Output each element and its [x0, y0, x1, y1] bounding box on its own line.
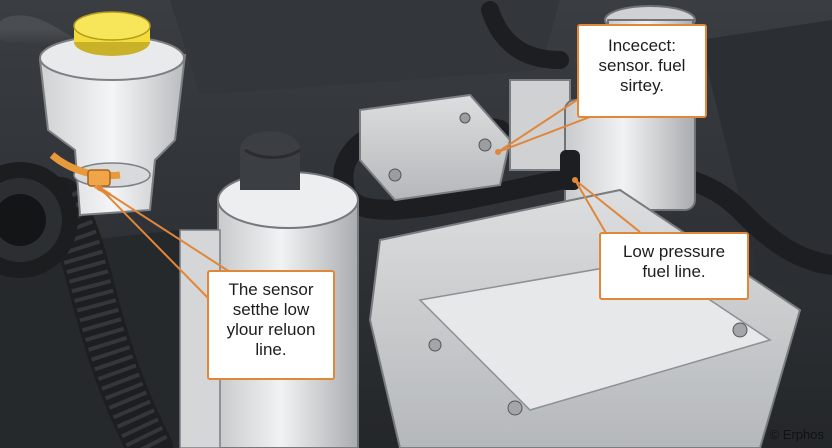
callout-left-line-3: ylour reluon: [226, 320, 316, 339]
bay-panel-top: [170, 0, 560, 95]
callout-left-line-4: line.: [255, 340, 287, 359]
callout-low-pressure-line: Low pressure fuel line.: [599, 232, 749, 300]
callout-top-line-2: sensor. fuel: [598, 56, 686, 75]
callout-top-line-1: Incecect:: [607, 36, 677, 55]
leader-right-b: [574, 179, 611, 241]
leader-right-point: [572, 177, 578, 183]
reservoir-cap-icon: [73, 11, 151, 56]
callout-left-line-2: setthe low: [232, 300, 310, 319]
callout-right-line-1: Low pressure: [622, 242, 726, 261]
leader-top-b: [497, 114, 596, 153]
callout-right-line-2: fuel line.: [642, 262, 706, 281]
hose-top-center: [481, 1, 569, 69]
callout-sensor-note: The sensor setthe low ylour reluon line.: [207, 270, 335, 380]
bay-panel-right: [700, 20, 832, 300]
leader-top-point: [495, 149, 501, 155]
callout-leaders: [99, 97, 641, 301]
copyright-notice: © Erphos: [769, 427, 824, 442]
leader-left-point: [97, 185, 103, 191]
leader-left-b: [99, 187, 231, 273]
callout-left-line-1: The sensor: [228, 280, 314, 299]
leader-top: [497, 97, 581, 153]
callout-incorrect-sensor: Incecect: sensor. fuel sirtey.: [577, 24, 707, 118]
leader-left: [99, 187, 211, 301]
air-intake-ring: [0, 162, 78, 278]
leader-right: [574, 179, 641, 233]
callout-top-line-3: sirtey.: [619, 76, 665, 95]
sensor-mount-bracket: [359, 93, 512, 202]
